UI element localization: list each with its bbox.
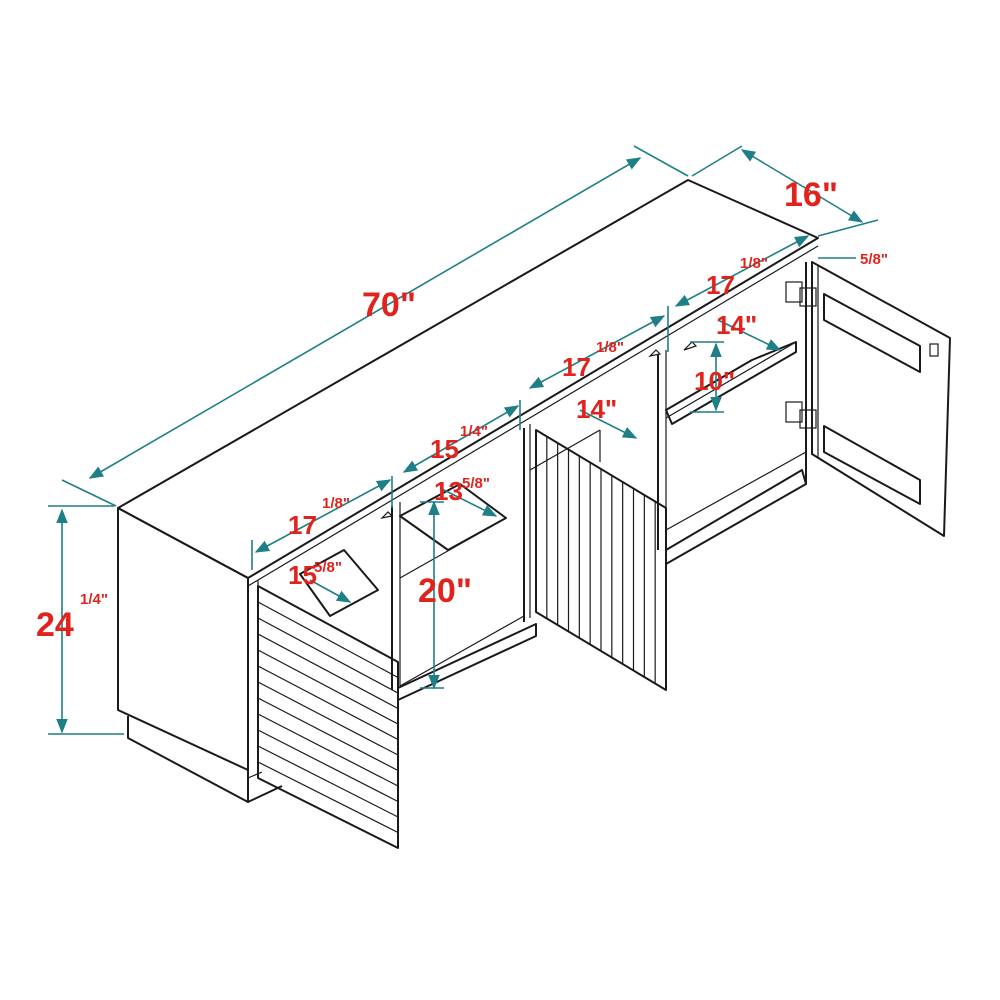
shelf-left-label: 15 [288,560,317,590]
compartment-left-label: 17 [288,510,317,540]
compartment-midright-fraction: 1/8" [596,339,624,356]
shelf-depth-center-label: 14" [576,394,617,424]
height-fraction: 1/4" [80,591,108,608]
compartment-mid-label: 15 [430,434,459,464]
door-slat [257,761,399,834]
shelf-depth-left-fraction: 5/8" [462,475,490,492]
door-slat [257,697,399,772]
shelf-gap-right-label: 10" [694,366,735,396]
compartment-midright-label: 17 [562,352,591,382]
interior-height-label: 20" [418,572,472,610]
compartment-right-fraction: 1/8" [740,255,768,272]
door-right-open [785,261,951,537]
compartment-left-fraction: 1/8" [322,495,350,512]
door-thickness-label: 5/8" [860,251,888,268]
cabinet-left-side [117,507,249,771]
door-slat [257,633,399,710]
door-slat [257,729,399,803]
depth-label: 16" [784,176,838,214]
door-slat [257,745,399,818]
dimension-lines [48,145,879,735]
shelf-right [665,341,797,425]
door-left-louvered [257,585,399,849]
door-slat [257,665,399,741]
door-slat [257,713,399,787]
shelf-left [299,549,379,617]
shelf-depth-left-label: 13 [434,476,463,506]
door-slat [257,601,399,679]
door-center-fluted [535,429,667,691]
compartment-mid-fraction: 1/4" [460,423,488,440]
width-label: 70" [362,286,416,324]
shelf-left-fraction: 5/8" [314,559,342,576]
shelf-depth-right-label: 14" [716,310,757,340]
door-slat [257,649,399,725]
height-label: 24 [36,606,74,644]
hinge-icon [785,401,817,429]
door-slat [257,617,399,694]
compartment-right-label: 17 [706,270,735,300]
dimension-labels: 70" 16" 24 1/4" 5/8" 17 1/8" 17 1/8" 15 … [36,176,888,644]
door-slat [257,681,399,756]
